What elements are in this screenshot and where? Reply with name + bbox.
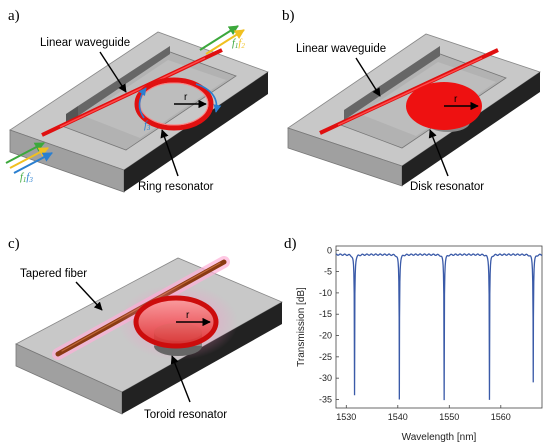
tapered-fiber-label: Tapered fiber bbox=[20, 268, 87, 280]
output-arrow-green bbox=[199, 25, 239, 51]
y-tick-label: -20 bbox=[319, 331, 332, 341]
waveguide-pointer bbox=[99, 51, 127, 93]
transmission-line bbox=[335, 253, 543, 401]
chip-side-right bbox=[402, 72, 540, 186]
toroid-resonator-label: Toroid resonator bbox=[144, 409, 227, 421]
trench-floor bbox=[84, 60, 226, 138]
plot-area bbox=[335, 245, 543, 409]
x-tick-label: 1560 bbox=[491, 412, 511, 422]
panel-b: b) r Linear waveguide Disk resonator bbox=[282, 8, 541, 193]
y-tick-label: -5 bbox=[324, 267, 332, 277]
panel-c-letter: c) bbox=[8, 236, 20, 252]
y-tick-label: -25 bbox=[319, 352, 332, 362]
y-tick-label: 0 bbox=[327, 245, 332, 255]
waveguide-inner bbox=[59, 57, 206, 128]
freq-in-label: f1f3 bbox=[20, 172, 33, 184]
panel-b-letter: b) bbox=[282, 8, 295, 24]
ring-resonator-label: Ring resonator bbox=[138, 181, 214, 193]
panel-d-letter: d) bbox=[284, 236, 297, 252]
panel-c: c) r Tapered fiber Toroid resonator bbox=[8, 236, 283, 421]
x-axis-ticks: 1530 1540 1550 1560 bbox=[336, 405, 511, 422]
y-tick-label: -10 bbox=[319, 288, 332, 298]
trench-wall bbox=[344, 46, 440, 120]
y-tick-label: -30 bbox=[319, 373, 332, 383]
ring-resonator bbox=[134, 77, 214, 131]
x-tick-label: 1540 bbox=[388, 412, 408, 422]
input-arrow-green bbox=[5, 142, 45, 164]
ring-circulation-arrow-top bbox=[195, 83, 222, 113]
ring-pointer bbox=[160, 129, 179, 177]
freq-out-label: f1f2 bbox=[232, 38, 245, 50]
input-arrow-yellow bbox=[9, 147, 49, 169]
trench-wall bbox=[66, 106, 78, 124]
x-tick-label: 1550 bbox=[439, 412, 459, 422]
radius-label: r bbox=[184, 92, 188, 103]
toroid-resonator bbox=[133, 295, 219, 349]
fiber-pointer bbox=[75, 281, 103, 311]
toroid-pointer bbox=[170, 355, 191, 403]
y-tick-label: -35 bbox=[319, 394, 332, 404]
waveguide-inner bbox=[337, 57, 483, 126]
x-tick-label: 1530 bbox=[336, 412, 356, 422]
waveguide-pointer bbox=[355, 57, 381, 97]
panel-a-letter: a) bbox=[8, 8, 20, 24]
y-axis-label: Transmission [dB] bbox=[296, 287, 307, 367]
disk-resonator-label: Disk resonator bbox=[410, 181, 484, 193]
input-arrow-blue bbox=[13, 152, 53, 174]
freq-ring-label: f3 bbox=[144, 120, 151, 132]
y-axis-ticks: 0 -5 -10 -15 -20 -25 -30 -35 bbox=[319, 245, 339, 404]
linear-waveguide-label: Linear waveguide bbox=[296, 43, 386, 55]
panel-a: a) r f3 f1f2 f1f3 Linear waveguide bbox=[5, 8, 269, 193]
radius-label: r bbox=[186, 310, 190, 321]
disk-pointer bbox=[428, 129, 449, 177]
linear-waveguide-label: Linear waveguide bbox=[40, 37, 130, 49]
radius-label: r bbox=[454, 94, 458, 105]
y-tick-label: -15 bbox=[319, 309, 332, 319]
panel-d: d) 0 -5 -10 -15 -20 -25 -30 -35 1530 1540 1550 156… bbox=[284, 236, 543, 443]
chip-side-right bbox=[122, 302, 282, 414]
x-axis-label: Wavelength [nm] bbox=[402, 432, 477, 443]
trench-wall-2 bbox=[78, 46, 170, 116]
output-arrow-yellow bbox=[205, 29, 245, 55]
ring-circulation-arrow-left bbox=[138, 87, 147, 119]
chip-side-right bbox=[124, 72, 268, 192]
